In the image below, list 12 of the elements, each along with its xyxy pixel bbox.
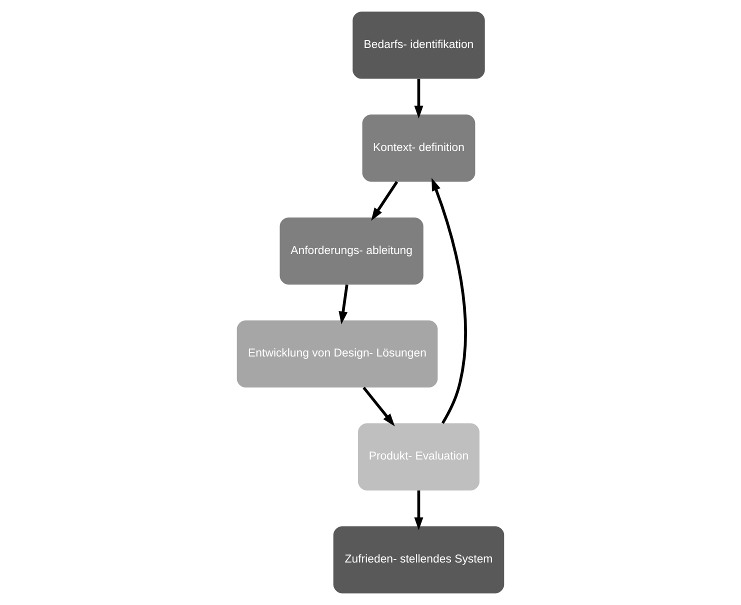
node-box: Produkt- Evaluation bbox=[358, 423, 480, 490]
arrow bbox=[371, 181, 398, 221]
arrow bbox=[362, 386, 395, 426]
arrow bbox=[414, 78, 424, 119]
node-box: Zufrieden- stellendes System bbox=[333, 526, 504, 594]
node-box: Entwicklung von Design- Lösungen bbox=[236, 320, 438, 388]
node-box: Kontext- definition bbox=[362, 114, 476, 182]
node-box: Anforderungs- ableitung bbox=[280, 217, 424, 285]
arrow bbox=[338, 284, 348, 324]
arrow bbox=[432, 178, 467, 424]
node-box: Bedarfs- identifikation bbox=[352, 12, 485, 79]
arrow bbox=[414, 490, 424, 530]
